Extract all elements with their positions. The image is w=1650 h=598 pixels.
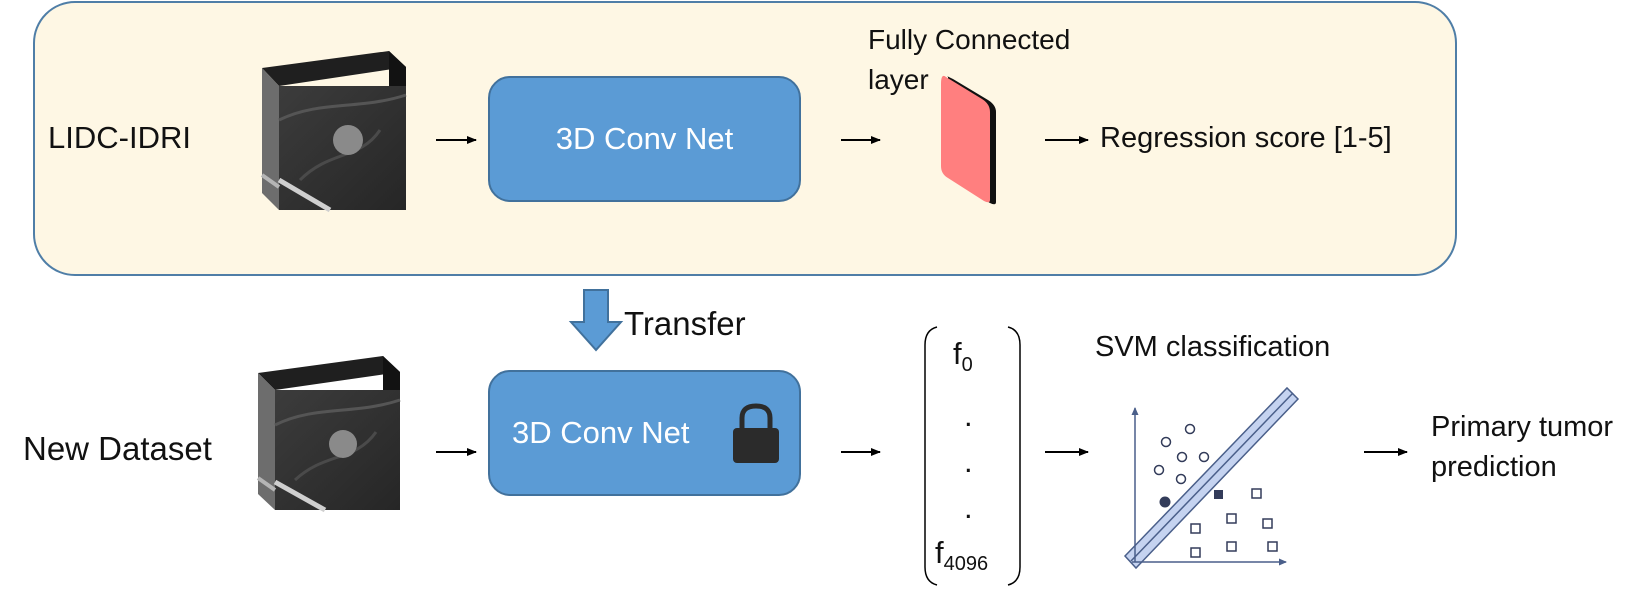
svm-circle-point: [1160, 436, 1172, 448]
svm-circle-point: [1184, 423, 1196, 435]
vector-bracket-left: [924, 326, 938, 586]
new-dataset-label: New Dataset: [23, 430, 212, 467]
feature-dot-2: .: [964, 444, 973, 479]
svm-support-vector-square: [1214, 490, 1223, 499]
vector-bracket-right: [1007, 326, 1021, 586]
svm-circle-point: [1198, 451, 1210, 463]
ct-volume-bottom: [256, 356, 401, 513]
conv-net-frozen-label: 3D Conv Net: [512, 415, 690, 450]
svm-square-point: [1267, 541, 1278, 552]
lock-icon: [733, 403, 779, 463]
feature-f0: f0: [953, 336, 973, 377]
transfer-label: Transfer: [624, 305, 746, 342]
svm-support-vector-circle: [1159, 496, 1171, 508]
output-label-line2: prediction: [1431, 451, 1557, 483]
feature-dot-3: .: [964, 490, 973, 525]
svm-square-point: [1262, 518, 1273, 529]
svm-square-point: [1251, 488, 1262, 499]
feature-f4096: f4096: [935, 535, 989, 576]
fully-connected-layer: [941, 75, 996, 205]
svm-square-point: [1190, 523, 1201, 534]
feature-dot-1: .: [964, 398, 973, 433]
svm-square-point: [1226, 513, 1237, 524]
transfer-arrow: [568, 289, 624, 352]
output-label-line1: Primary tumor: [1431, 411, 1614, 443]
svm-square-point: [1190, 547, 1201, 558]
svm-circle-point: [1153, 464, 1165, 476]
fc-layer-label-line2: layer: [868, 64, 929, 95]
svm-title: SVM classification: [1095, 331, 1331, 363]
svm-decision-boundary: [1130, 392, 1294, 562]
conv-net-top-label: 3D Conv Net: [555, 121, 734, 156]
conv-net-top: 3D Conv Net: [488, 76, 801, 202]
svm-square-point: [1226, 541, 1237, 552]
regression-score-label: Regression score [1-5]: [1100, 122, 1392, 154]
lidc-idri-label: LIDC-IDRI: [48, 120, 191, 155]
svm-circle-point: [1176, 451, 1188, 463]
fc-layer-label-line1: Fully Connected: [868, 24, 1071, 55]
svm-plot: [1123, 386, 1300, 570]
ct-volume-top: [260, 51, 407, 213]
svm-circle-point: [1175, 473, 1187, 485]
